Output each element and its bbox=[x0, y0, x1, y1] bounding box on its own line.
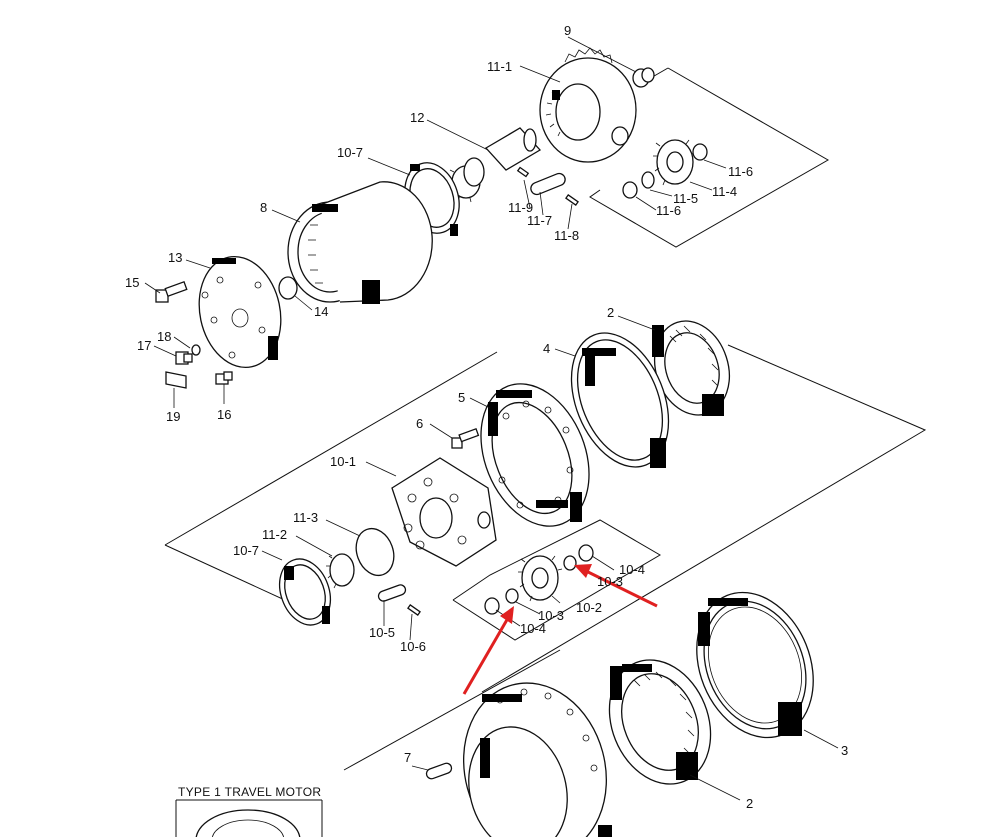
bearing-2-bottom bbox=[608, 659, 712, 785]
part-labels: 9 11-1 12 10-7 8 11-9 11-7 11-8 11-6 11-… bbox=[125, 23, 848, 811]
pin-10-5 bbox=[377, 584, 407, 602]
bearing-2-top bbox=[652, 320, 730, 416]
plug-16 bbox=[215, 371, 233, 385]
label-11-3: 11-3 bbox=[293, 510, 318, 525]
label-11-1: 11-1 bbox=[487, 59, 512, 74]
label-11-4: 11-4 bbox=[712, 184, 737, 199]
middle-assembly bbox=[164, 315, 927, 693]
label-11-5: 11-5 bbox=[673, 191, 698, 206]
label-6: 6 bbox=[416, 416, 423, 431]
label-12: 12 bbox=[410, 110, 424, 125]
label-2-top: 2 bbox=[607, 305, 614, 320]
planet-gear-11-4 bbox=[622, 139, 708, 199]
carrier-10-1 bbox=[391, 457, 497, 567]
label-10-5: 10-5 bbox=[369, 625, 395, 640]
label-2-bottom: 2 bbox=[746, 796, 753, 811]
label-10-3-a: 10-3 bbox=[597, 574, 623, 589]
nameplate-19 bbox=[165, 371, 187, 389]
label-11-2: 11-2 bbox=[262, 527, 287, 542]
label-19: 19 bbox=[166, 409, 180, 424]
label-10-2: 10-2 bbox=[576, 600, 602, 615]
label-4: 4 bbox=[543, 341, 550, 356]
label-11-8: 11-8 bbox=[554, 228, 579, 243]
top-assembly bbox=[144, 36, 830, 408]
label-10-4-b: 10-4 bbox=[520, 621, 546, 636]
bushing-9 bbox=[632, 67, 655, 88]
bolt-15 bbox=[155, 280, 188, 303]
label-16: 16 bbox=[217, 407, 231, 422]
label-14: 14 bbox=[314, 304, 328, 319]
label-10-1: 10-1 bbox=[330, 454, 356, 469]
ring-10-7-mid bbox=[278, 558, 332, 626]
caption-type1-travel-motor: TYPE 1 TRAVEL MOTOR bbox=[178, 785, 321, 799]
cover-13 bbox=[198, 255, 282, 369]
label-8: 8 bbox=[260, 200, 267, 215]
label-11-9: 11-9 bbox=[508, 200, 533, 215]
carrier-11-1 bbox=[539, 47, 637, 163]
plug-17 bbox=[175, 351, 193, 365]
flange-5 bbox=[480, 383, 590, 527]
ring-11-3 bbox=[355, 527, 395, 577]
label-3: 3 bbox=[841, 743, 848, 758]
label-11-6-a: 11-6 bbox=[728, 164, 753, 179]
label-13: 13 bbox=[168, 250, 182, 265]
hub-bottom bbox=[463, 682, 612, 837]
label-11-6-b: 11-6 bbox=[656, 203, 681, 218]
bottom-assembly bbox=[343, 591, 839, 837]
type1-thumbnail bbox=[175, 799, 323, 837]
highlight-arrows bbox=[462, 564, 658, 695]
label-7: 7 bbox=[404, 750, 411, 765]
label-10-3-b: 10-3 bbox=[538, 608, 564, 623]
label-10-7-top: 10-7 bbox=[337, 145, 363, 160]
bolt-6 bbox=[451, 427, 480, 449]
pin-7 bbox=[425, 762, 453, 780]
label-9: 9 bbox=[564, 23, 571, 38]
oring-18 bbox=[191, 344, 201, 356]
seal-ring-4 bbox=[570, 332, 670, 468]
label-10-4-a: 10-4 bbox=[619, 562, 645, 577]
oring-14 bbox=[278, 276, 298, 300]
label-18: 18 bbox=[157, 329, 171, 344]
pin-10-6 bbox=[407, 604, 421, 616]
label-17: 17 bbox=[137, 338, 151, 353]
label-5: 5 bbox=[458, 390, 465, 405]
label-15: 15 bbox=[125, 275, 139, 290]
label-10-7-mid: 10-7 bbox=[233, 543, 259, 558]
planet-gear-10-2 bbox=[484, 544, 594, 615]
pins-11-7-11-8-11-9 bbox=[516, 166, 579, 206]
ring-gear-8 bbox=[287, 181, 433, 304]
label-11-7: 11-7 bbox=[527, 213, 552, 228]
label-10-6: 10-6 bbox=[400, 639, 426, 654]
gear-11-2 bbox=[326, 553, 355, 589]
ring-3 bbox=[696, 591, 814, 739]
